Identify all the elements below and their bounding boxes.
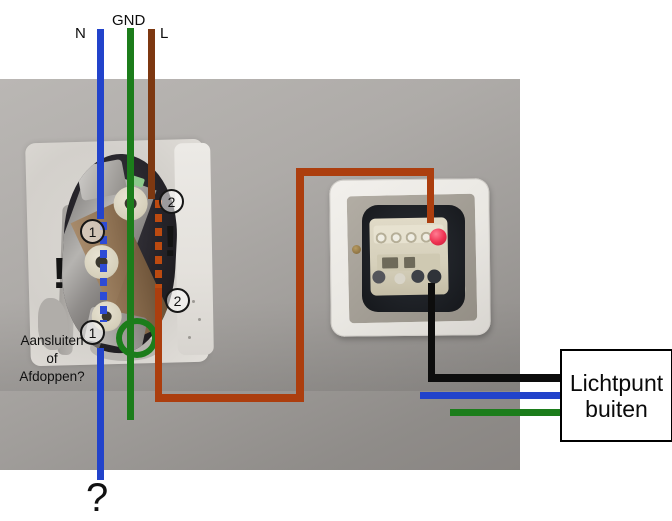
label-neutral: N xyxy=(75,25,86,42)
connect-or-cap-note: Aansluiten of Afdoppen? xyxy=(4,332,100,386)
plaster-speck xyxy=(198,318,201,321)
mechanism-mid-bar xyxy=(376,253,441,272)
label-line: L xyxy=(160,25,169,42)
warning-exclamation: ! xyxy=(52,249,67,298)
l-wire-brown-drop xyxy=(155,288,162,401)
warning-exclamation: ! xyxy=(163,217,178,266)
label-ground: GND xyxy=(112,12,146,29)
left-patch-white-strip xyxy=(174,142,214,356)
switch-mechanism xyxy=(369,217,449,296)
switch-loop-drop xyxy=(427,168,434,223)
lightpoint-label-box: Lichtpunt buiten xyxy=(560,349,672,442)
n-wire-blue-bottom xyxy=(97,348,104,480)
terminal-peg xyxy=(372,270,386,284)
question-mark: ? xyxy=(86,476,109,520)
terminal-peg xyxy=(411,269,425,283)
circle-marker-2: 2 xyxy=(165,288,190,313)
plaster-speck xyxy=(192,300,195,303)
lamp-wire-black-horizontal xyxy=(428,374,562,382)
earth-wire-loop xyxy=(116,318,158,358)
n-wire-blue-dashed xyxy=(100,222,107,322)
lamp-wire-green xyxy=(450,409,560,416)
gnd-wire-green xyxy=(127,28,134,420)
lightpoint-line2: buiten xyxy=(585,395,648,422)
n-wire-blue-top xyxy=(97,29,104,219)
red-release-button xyxy=(429,228,447,246)
switch-loop-top xyxy=(296,168,434,176)
lamp-wire-blue xyxy=(420,392,561,399)
switch-loop-bottom xyxy=(155,394,304,402)
circle-marker-2: 2 xyxy=(159,189,184,214)
note-line: Afdoppen? xyxy=(19,369,85,384)
circle-marker-1: 1 xyxy=(80,219,105,244)
terminal-peg xyxy=(394,273,406,285)
lamp-wire-black-vertical xyxy=(428,283,435,381)
lightpoint-line1: Lichtpunt xyxy=(569,369,664,396)
switch-loop-left xyxy=(296,168,304,402)
note-line: Aansluiten xyxy=(20,333,84,348)
brass-screw xyxy=(352,245,361,254)
l-wire-brown-dashed xyxy=(155,200,162,288)
circle-marker-1: 1 xyxy=(80,320,105,345)
terminal-peg xyxy=(427,269,442,284)
l-wire-brown-top xyxy=(148,29,155,199)
plaster-speck xyxy=(188,336,191,339)
note-line: of xyxy=(46,351,58,366)
